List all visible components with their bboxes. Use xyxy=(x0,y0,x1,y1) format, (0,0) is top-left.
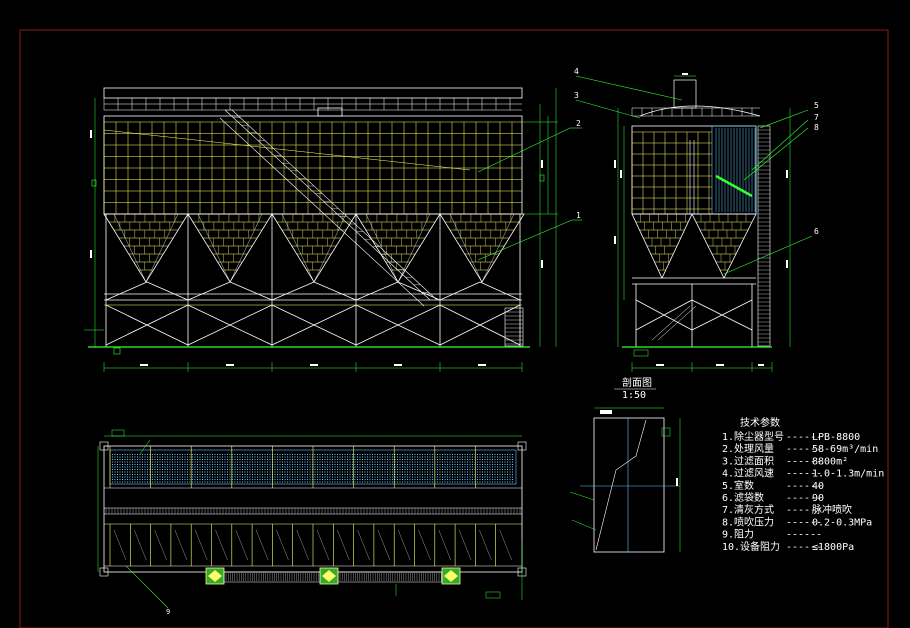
section-scale: 1:50 xyxy=(622,390,646,401)
spec-row-leader: ------ xyxy=(786,505,822,516)
front-elevation: 2 1 xyxy=(84,87,582,372)
plan-filter-bag-holes xyxy=(112,454,513,483)
spec-row-label: 7.清灰方式 xyxy=(722,503,774,516)
plan-cell-dividers xyxy=(109,446,476,488)
section-flow-path xyxy=(595,419,647,551)
front-rail-posts xyxy=(103,98,511,110)
front-hoppers xyxy=(103,213,525,283)
front-stair xyxy=(219,109,438,307)
spec-row-label: 8.喷吹压力 xyxy=(722,515,774,528)
side-callout-5: 5 xyxy=(814,101,819,110)
spec-row-leader: ------ xyxy=(786,542,822,553)
side-elevation: 4 3 5 7 8 6 xyxy=(574,67,819,372)
spec-row-value: 90 xyxy=(812,493,824,504)
plan-callout-9-leader xyxy=(125,565,169,609)
front-callout-2-leader xyxy=(477,127,571,173)
spec-row-value: 脉冲喷吹 xyxy=(812,503,852,516)
side-hopper xyxy=(631,213,693,279)
side-hopper xyxy=(691,213,757,279)
spec-row-label: 9.阻力 xyxy=(722,528,754,541)
spec-row-label: 2.处理风量 xyxy=(722,443,774,455)
spec-row-leader: ------ xyxy=(786,444,822,455)
spec-row-leader: ------ xyxy=(786,530,822,541)
front-hopper xyxy=(187,213,273,283)
front-dimensions xyxy=(94,88,558,372)
spec-row-value: LPB-8800 xyxy=(812,432,860,443)
front-ladder-rungs xyxy=(505,311,523,345)
spec-row-value: 0.2-0.3MPa xyxy=(812,517,872,528)
plan-view: 9 xyxy=(97,429,527,616)
section-title: 剖面图 xyxy=(622,376,652,389)
side-ladder-rungs xyxy=(758,129,770,343)
side-hoppers xyxy=(631,213,757,279)
front-hopper xyxy=(355,213,441,283)
spec-row-value: 58-69m³/min xyxy=(812,444,878,455)
side-callout-7: 7 xyxy=(814,113,819,122)
spec-table: 技术参数 1.除尘器型号------LPB-88002.处理风量------58… xyxy=(722,416,884,553)
spec-row-label: 6.滤袋数 xyxy=(722,491,764,504)
plan-walkway-grating xyxy=(105,508,521,514)
side-callout-3: 3 xyxy=(574,91,579,100)
front-stair-steps xyxy=(225,109,429,293)
side-cage-ladder xyxy=(757,125,771,347)
plan-outlet-boxes xyxy=(205,567,461,585)
side-body-grid xyxy=(631,131,712,214)
front-roof xyxy=(103,87,523,99)
drawing-frame xyxy=(19,29,889,628)
spec-row-value: ≤1800Pa xyxy=(812,542,854,553)
plan-outlet-hatch xyxy=(225,573,442,581)
front-callout-2: 2 xyxy=(576,119,581,128)
spec-row-label: 3.过滤面积 xyxy=(722,454,774,467)
spec-row-value: 1.0-1.3m/min xyxy=(812,469,884,480)
side-support-legs xyxy=(635,284,753,347)
spec-row-label: 1.除尘器型号 xyxy=(722,430,784,443)
side-dimensions xyxy=(617,75,791,372)
side-stair xyxy=(651,305,697,341)
side-callout-leaders xyxy=(575,75,813,275)
front-body-grid xyxy=(103,121,522,215)
front-callout-1-leader xyxy=(477,219,573,261)
front-body-outline xyxy=(103,115,523,215)
side-callout-6: 6 xyxy=(814,227,819,236)
front-hopper xyxy=(103,213,189,283)
side-top-duct xyxy=(673,79,697,109)
front-side-ladder xyxy=(504,307,524,347)
spec-row-value: 40 xyxy=(812,481,824,492)
plan-hopper-cells xyxy=(109,524,512,566)
plan-callout-9: 9 xyxy=(166,608,170,616)
front-roof-hatch xyxy=(317,107,343,117)
spec-row-leader: ------ xyxy=(786,432,822,443)
side-filter-bags xyxy=(715,128,756,212)
spec-row-label: 10.设备阻力 xyxy=(722,540,780,553)
front-hopper xyxy=(439,213,525,283)
spec-row-leader: ------ xyxy=(786,456,822,467)
side-callout-4: 4 xyxy=(574,67,579,76)
front-dim-ticks xyxy=(90,130,543,366)
side-callout-8: 8 xyxy=(814,123,819,132)
spec-title: 技术参数 xyxy=(740,416,780,429)
spec-row-leader: ------ xyxy=(786,469,822,480)
spec-row-leader: ------ xyxy=(786,481,822,492)
spec-row-value: 8800m² xyxy=(812,456,848,467)
spec-row-label: 5.室数 xyxy=(722,479,754,492)
side-dim-ticks xyxy=(614,73,788,366)
spec-row-leader: ------ xyxy=(786,493,822,504)
spec-row-label: 4.过滤风速 xyxy=(722,467,774,480)
front-callout-1: 1 xyxy=(576,211,581,220)
side-rail-posts xyxy=(631,108,753,116)
front-hopper xyxy=(271,213,357,283)
section-view: 剖面图 1:50 xyxy=(569,376,681,553)
front-support-legs xyxy=(105,214,521,347)
section-box-outline xyxy=(593,417,665,553)
spec-row-leader: ------ xyxy=(786,517,822,528)
spec-rows: 1.除尘器型号------LPB-88002.处理风量------58-69m³… xyxy=(722,430,884,553)
